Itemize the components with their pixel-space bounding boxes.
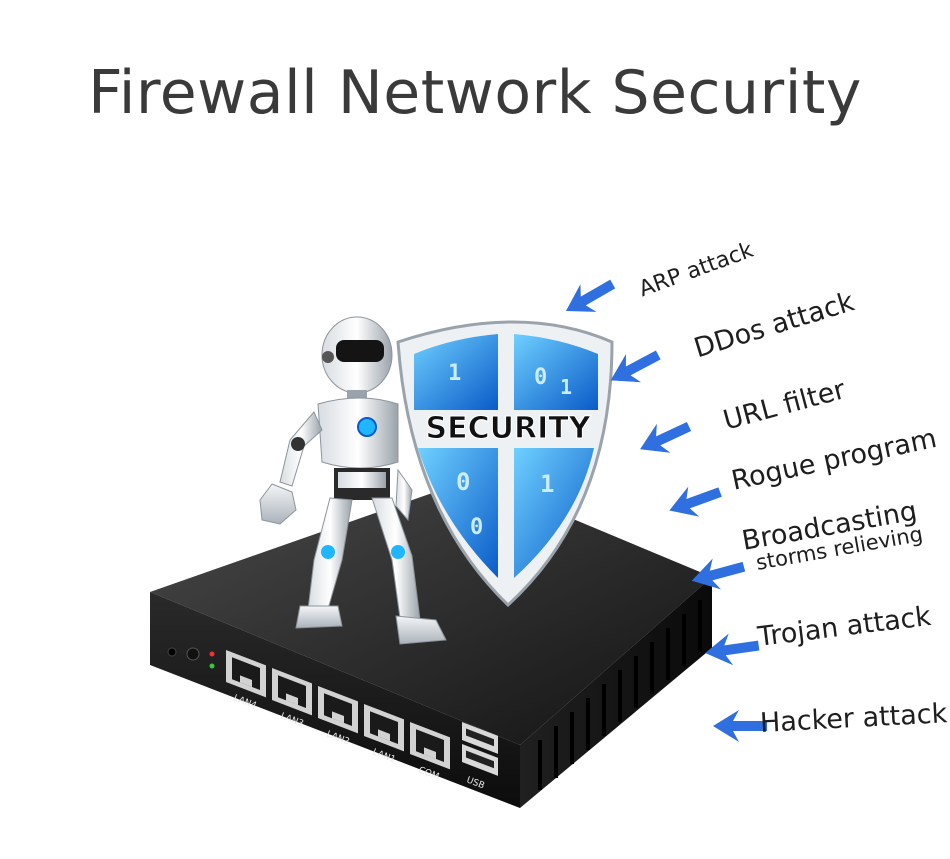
- binary-digit: 1: [448, 361, 461, 386]
- firewall-device: LAN4 LAN3 LAN2 LAN1 COM USB: [150, 478, 712, 808]
- arrow-left-icon: [565, 279, 616, 312]
- lan1-port: [364, 704, 404, 752]
- arrow-left-icon: [713, 710, 767, 742]
- power-button-icon: [167, 647, 177, 657]
- robot-core-icon: [357, 417, 377, 437]
- binary-digit: 0: [470, 515, 483, 540]
- usb-port: [462, 722, 498, 776]
- binary-digit: 1: [560, 375, 572, 399]
- robot-torso: [317, 397, 399, 469]
- led-red-icon: [209, 651, 215, 657]
- arrow-left-icon: [691, 558, 746, 590]
- binary-digit: 0: [456, 468, 470, 496]
- arrow-left-icon: [640, 421, 692, 453]
- arrow-left-icon: [669, 486, 722, 517]
- robot-illustration: [259, 316, 447, 645]
- shield-label: SECURITY: [426, 411, 592, 446]
- led-green-icon: [209, 663, 215, 669]
- status-led-icon: [186, 647, 200, 661]
- lan3-port: [272, 668, 312, 716]
- side-vents: [538, 600, 702, 790]
- lan2-port: [318, 686, 358, 734]
- page-title: Firewall Network Security: [88, 58, 862, 128]
- com-port: [410, 722, 450, 770]
- lan4-port: [226, 650, 266, 698]
- threat-arrows: [565, 279, 767, 742]
- arrow-left-icon: [610, 350, 661, 383]
- arrow-left-icon: [705, 633, 760, 666]
- binary-digit: 0: [534, 365, 547, 390]
- binary-digit: 1: [540, 470, 554, 498]
- robot-hand: [259, 483, 297, 525]
- security-shield: 1 0 1 0 1 0 SECURITY: [396, 320, 614, 608]
